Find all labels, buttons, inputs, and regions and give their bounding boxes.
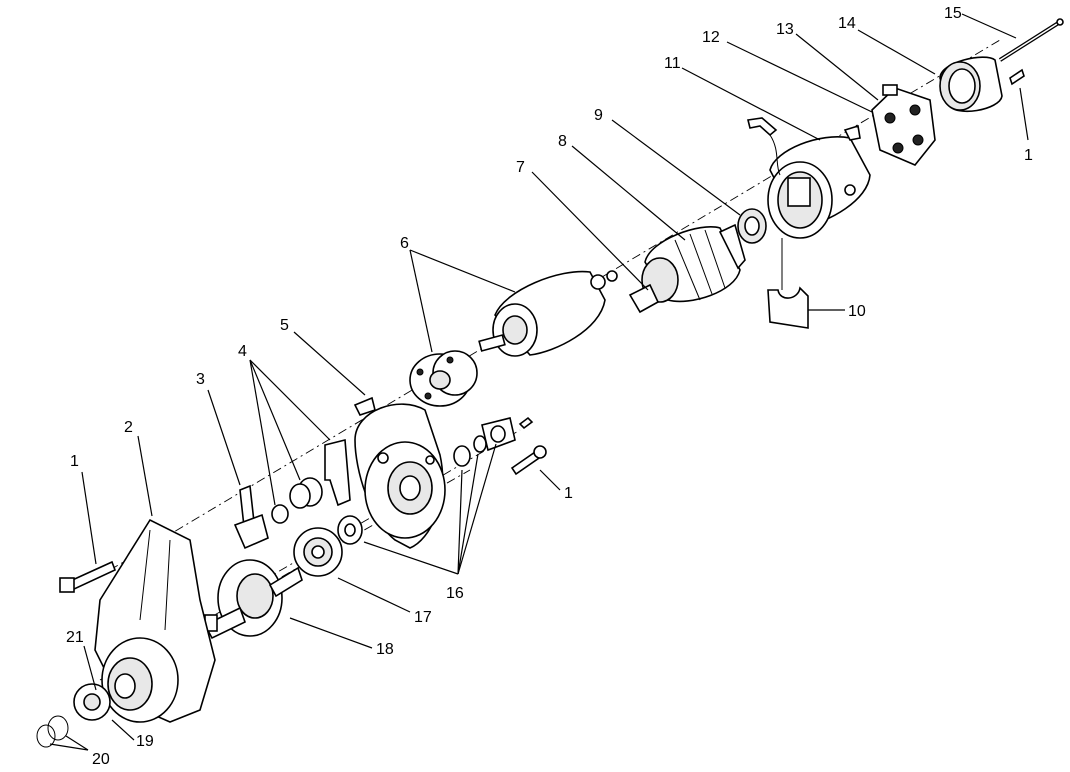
callout-11: 11 [664, 55, 681, 72]
part-4-spring-small [271, 504, 289, 524]
callout-12: 12 [702, 29, 720, 46]
part-18-pinion-shaft [203, 559, 303, 640]
part-20-snap-rings [36, 715, 69, 748]
callout-1-right: 1 [564, 485, 573, 502]
part-1-small-screw-top [1009, 68, 1025, 86]
callout-6: 6 [400, 235, 409, 252]
part-5-housing-plate [353, 396, 446, 549]
callout-labels: 15 14 13 12 11 1 9 8 7 10 6 5 4 3 2 1 1 … [66, 5, 1033, 768]
part-21-pinion [73, 683, 111, 721]
part-4-spring-large [289, 477, 323, 509]
callout-9: 9 [594, 107, 603, 124]
part-4-shift-lever [324, 438, 351, 507]
callout-8: 8 [558, 133, 567, 150]
part-13-brush-holder [871, 84, 936, 166]
part-8-armature [628, 223, 746, 314]
callout-19: 19 [136, 733, 154, 750]
part-3-fork [233, 484, 269, 550]
callout-2: 2 [124, 419, 133, 436]
callout-15: 15 [944, 5, 962, 22]
callout-3: 3 [196, 371, 205, 388]
callout-14: 14 [838, 15, 856, 32]
callout-10: 10 [848, 303, 866, 320]
part-15-through-bolt [998, 18, 1064, 62]
callout-16: 16 [446, 585, 464, 602]
part-16-washers [337, 416, 534, 545]
part-1-bolt-left [59, 560, 117, 593]
part-14-end-cap [939, 56, 1003, 113]
callout-7: 7 [516, 159, 525, 176]
callout-5: 5 [280, 317, 289, 334]
part-1-screw-right [510, 445, 547, 476]
part-11-field-frame [747, 117, 871, 239]
leader-lines [49, 13, 1029, 751]
callout-4: 4 [238, 343, 247, 360]
callout-1-left: 1 [70, 453, 79, 470]
part-9-bearing [737, 208, 767, 244]
part-6-solenoid [478, 270, 618, 357]
part-17-gear [293, 527, 343, 577]
callout-1-top-right: 1 [1024, 147, 1033, 164]
callout-18: 18 [376, 641, 394, 658]
callout-20: 20 [92, 751, 110, 768]
callout-21: 21 [66, 629, 84, 646]
part-2-drive-housing [94, 518, 216, 723]
part-10-bracket [767, 238, 809, 329]
callout-13: 13 [776, 21, 794, 38]
callout-17: 17 [414, 609, 432, 626]
part-6-coil-spring [409, 350, 478, 407]
